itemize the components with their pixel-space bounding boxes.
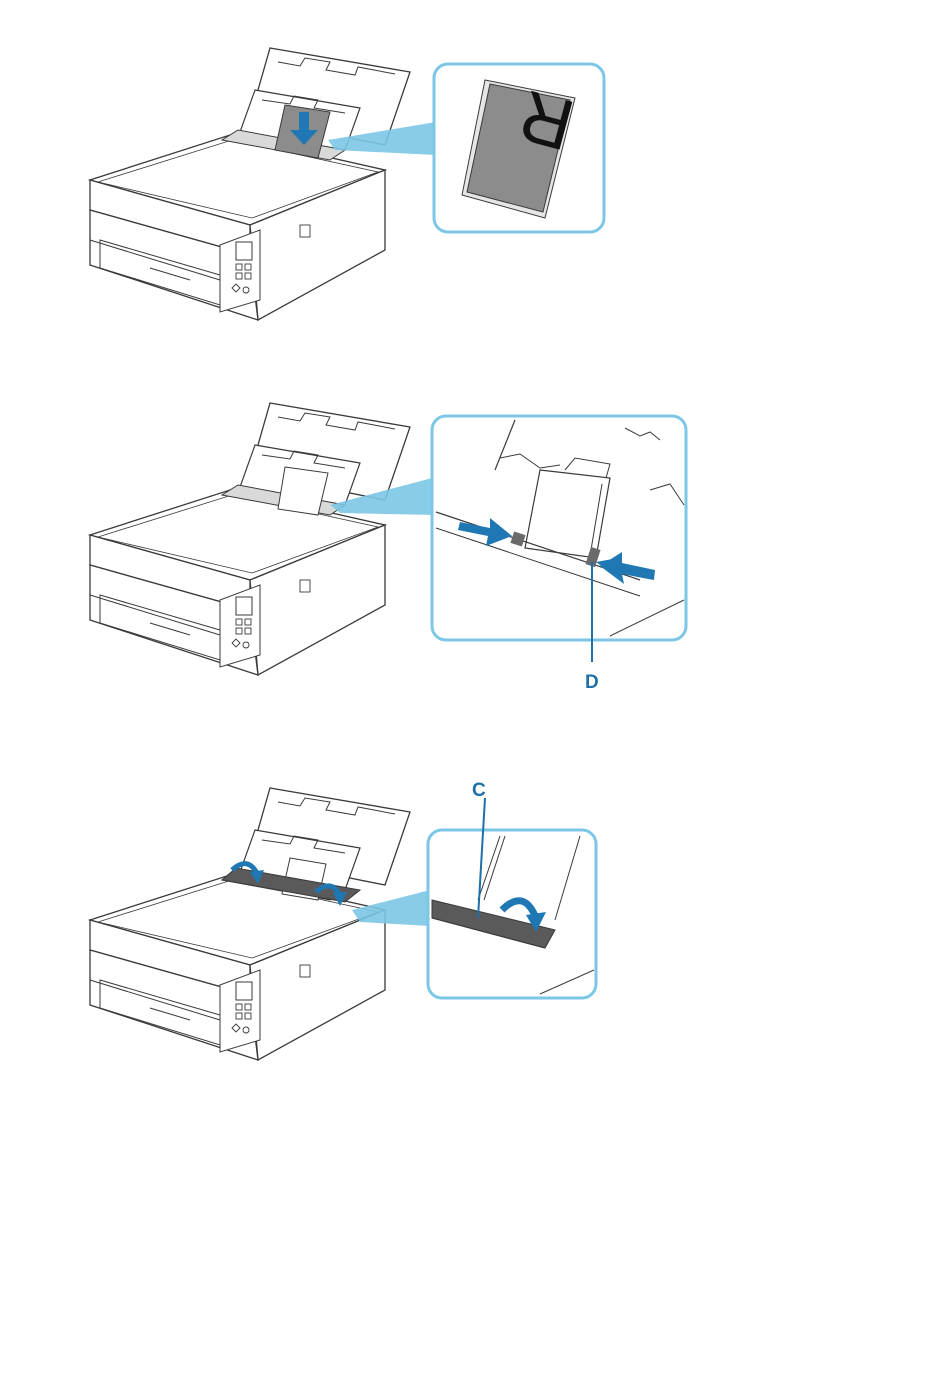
printer-illustration xyxy=(90,403,410,675)
printer-illustration xyxy=(90,48,410,320)
step-2-group xyxy=(90,403,436,675)
step-3-inset: C xyxy=(428,780,596,998)
label-c: C xyxy=(472,780,486,801)
step-1-group: R xyxy=(90,48,604,320)
step-2-inset: D xyxy=(432,416,686,693)
label-d: D xyxy=(585,672,599,693)
step-3-group xyxy=(90,788,430,1060)
callout-beam xyxy=(352,890,430,926)
printer-illustration xyxy=(90,788,410,1060)
